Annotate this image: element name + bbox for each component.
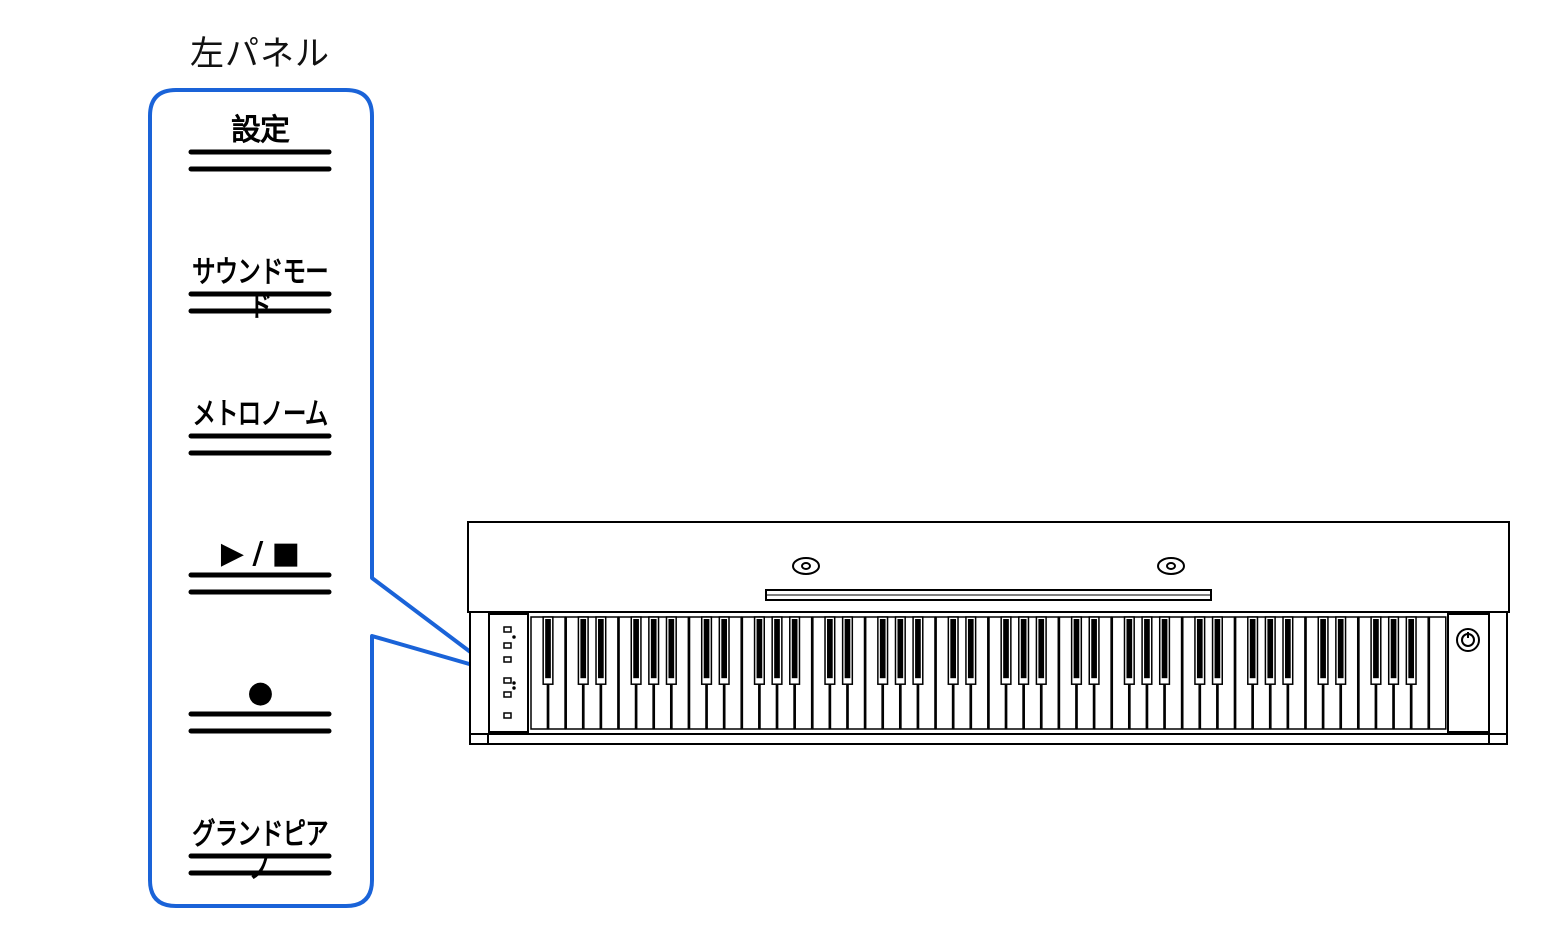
black-key-top <box>1337 619 1344 679</box>
black-key-top <box>791 619 798 679</box>
black-key-top <box>668 619 675 679</box>
black-keys <box>542 616 1417 685</box>
black-key-top <box>950 619 957 679</box>
black-key-top <box>1214 619 1221 679</box>
black-key-top <box>1320 619 1326 679</box>
play-stop-button[interactable]: ▶ / ■ <box>220 536 300 571</box>
black-key-top <box>1073 619 1080 679</box>
black-key-top <box>1285 619 1291 679</box>
black-key-top <box>580 619 587 679</box>
black-key-top <box>633 619 639 679</box>
black-key-top <box>1003 619 1009 679</box>
black-key-top <box>774 619 780 679</box>
panel-title: 左パネル <box>190 34 330 74</box>
black-key-top <box>1196 619 1203 679</box>
black-key-top <box>1161 619 1168 679</box>
black-key-top <box>1267 619 1274 679</box>
black-key-top <box>915 619 921 679</box>
black-key-top <box>1390 619 1397 679</box>
piano-base <box>469 733 1508 745</box>
black-key-top <box>844 619 851 679</box>
black-key-top <box>897 619 904 679</box>
sound-mode-button[interactable]: サウンドモード <box>192 255 328 324</box>
black-key-top <box>1144 619 1150 679</box>
black-key-top <box>598 619 604 679</box>
settings-button[interactable]: 設定 <box>231 113 290 148</box>
black-key-top <box>756 619 763 679</box>
volume-knob <box>1456 628 1480 652</box>
black-key-top <box>1038 619 1045 679</box>
black-key-top <box>1020 619 1027 679</box>
metronome-button[interactable]: メトロノーム <box>192 397 328 432</box>
black-key-top <box>545 619 551 679</box>
music-rest-hole-right <box>1157 557 1185 575</box>
black-key-top <box>879 619 886 679</box>
black-key-top <box>1408 619 1415 679</box>
grand-piano-button[interactable]: グランドピアノ <box>192 817 328 886</box>
record-button[interactable]: ● <box>247 675 273 710</box>
black-key-top <box>1249 619 1256 679</box>
black-key-top <box>721 619 728 679</box>
piano-panel-buttons <box>503 626 516 719</box>
music-rest-hole-left <box>792 557 820 575</box>
black-key-top <box>1373 619 1379 679</box>
black-key-top <box>650 619 657 679</box>
black-key-top <box>1126 619 1133 679</box>
black-key-top <box>967 619 974 679</box>
button-underlines <box>188 149 332 876</box>
black-key-top <box>827 619 833 679</box>
left-panel-callout <box>148 88 499 908</box>
white-key <box>1428 616 1447 730</box>
black-key-top <box>1091 619 1097 679</box>
black-key-top <box>703 619 710 679</box>
